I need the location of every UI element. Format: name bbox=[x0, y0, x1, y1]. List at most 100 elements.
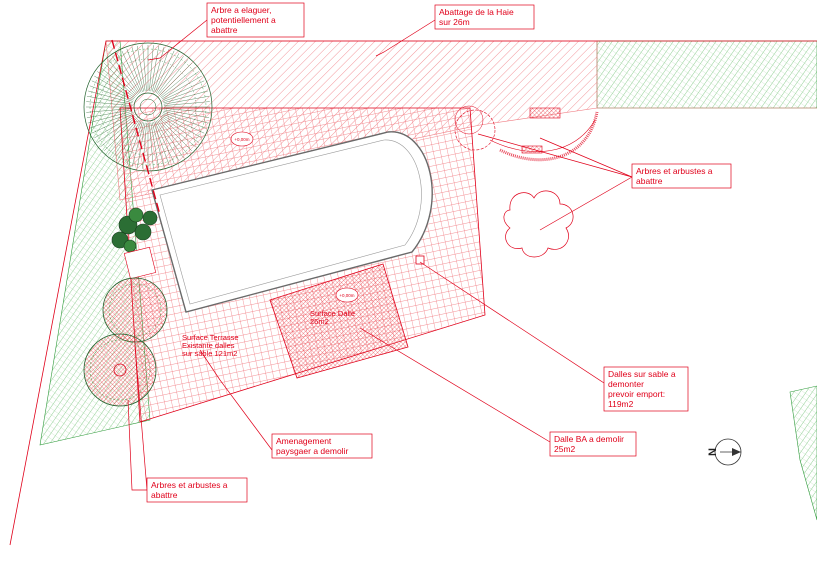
annotation-arbres-bottom: Arbres et arbustes a abattre bbox=[146, 477, 248, 503]
tree-spoke bbox=[112, 56, 139, 94]
north-label: N bbox=[707, 448, 719, 456]
text-line: Surface Dalle bbox=[310, 309, 355, 318]
annotation-amenagement: Amenagement paysgaer a demolir bbox=[271, 433, 373, 459]
tree-spoke bbox=[158, 119, 188, 155]
annotation-arbre-elaguer: Arbre a elaguer, potentiellement a abatt… bbox=[206, 2, 305, 38]
text-line: Arbres et arbustes a bbox=[636, 166, 713, 176]
tree-spoke bbox=[126, 121, 143, 166]
text-line: 119m2 bbox=[608, 399, 634, 409]
tree-spoke bbox=[121, 50, 142, 93]
tree-spoke bbox=[126, 48, 143, 93]
tree-spoke bbox=[86, 109, 133, 118]
tree-spoke bbox=[91, 113, 134, 134]
tree-spoke bbox=[88, 90, 133, 104]
level-label-1: +0,00m bbox=[234, 137, 249, 142]
tree-spoke bbox=[153, 48, 170, 93]
swimming-pool-inner bbox=[159, 139, 422, 305]
tree-spoke bbox=[150, 45, 159, 92]
label-surface-terrasse: Surface Terrasse Existante dalles sur sa… bbox=[182, 333, 239, 358]
tree-spoke bbox=[154, 121, 175, 164]
text-line: Surface Terrasse bbox=[182, 333, 239, 342]
tree-spoke bbox=[155, 53, 180, 94]
trees-to-fell-right bbox=[454, 105, 599, 258]
text-line: prevoir emport: bbox=[608, 389, 665, 399]
tree-spoke bbox=[86, 96, 133, 105]
garden-zone-top-right bbox=[596, 40, 817, 109]
tree-spoke bbox=[163, 108, 210, 113]
tree-spoke bbox=[163, 90, 208, 104]
tree-spoke bbox=[91, 80, 134, 101]
garden-zone-bottom-right bbox=[789, 385, 817, 521]
tree-spoke bbox=[86, 108, 133, 113]
tree-spoke bbox=[108, 59, 138, 95]
tree-dashed-axis bbox=[111, 39, 161, 216]
tree-spoke bbox=[116, 53, 141, 94]
annotation-abattage-haie: Abattage de la Haie sur 26m bbox=[434, 4, 535, 30]
tree-spoke bbox=[151, 122, 165, 167]
tree-spoke bbox=[108, 119, 138, 155]
tree-spoke bbox=[100, 117, 136, 147]
tree-spoke bbox=[162, 85, 207, 102]
text-line: Arbres et arbustes a bbox=[151, 480, 228, 490]
text-line: demonter bbox=[608, 379, 644, 389]
tree-spoke bbox=[162, 113, 205, 134]
tree-spoke bbox=[131, 47, 145, 92]
small-planter bbox=[123, 246, 157, 280]
text-line: Dalles sur sable a bbox=[608, 369, 676, 379]
tree-spoke bbox=[155, 120, 180, 161]
text-line: abattre bbox=[636, 176, 663, 186]
annotation-dalle-ba: Dalle BA a demolir 25m2 bbox=[549, 431, 637, 457]
trees-to-fell-left bbox=[83, 277, 168, 407]
tree-spoke bbox=[161, 71, 199, 98]
text-line: Abattage de la Haie bbox=[439, 7, 514, 17]
tree-spoke bbox=[112, 120, 139, 158]
tree-spoke bbox=[104, 63, 137, 96]
tree-spoke bbox=[160, 117, 196, 147]
tree-spoke bbox=[89, 112, 134, 129]
tree-spoke bbox=[163, 110, 208, 124]
tree-spoke bbox=[142, 122, 147, 169]
tree-spoke bbox=[159, 63, 192, 96]
text-line: abattre bbox=[211, 25, 238, 35]
level-label-2: +0,00m bbox=[339, 293, 354, 298]
text-line: Dalle BA a demolir bbox=[554, 434, 624, 444]
level-marker-1 bbox=[230, 131, 254, 147]
property-boundary bbox=[9, 40, 817, 546]
tree-spoke bbox=[94, 114, 135, 139]
level-marker-2 bbox=[335, 287, 359, 303]
tree-spoke bbox=[149, 122, 154, 169]
tree-spoke bbox=[154, 50, 175, 93]
tree-spoke bbox=[121, 121, 142, 164]
tree-spoke bbox=[97, 71, 135, 98]
text-line: 25m2 bbox=[554, 444, 576, 454]
tree-spoke bbox=[157, 56, 184, 94]
north-arrow: N bbox=[707, 438, 742, 466]
tree-spoke bbox=[104, 118, 137, 151]
tree-spoke bbox=[131, 122, 145, 167]
tree-spoke bbox=[142, 45, 147, 92]
tree-spoke bbox=[100, 67, 136, 97]
tree-spoke bbox=[97, 116, 135, 143]
tree-spoke bbox=[86, 101, 133, 106]
tree-spoke bbox=[158, 59, 188, 95]
tree-spoke bbox=[157, 120, 184, 158]
annotation-dalles-sable: Dalles sur sable a demonter prevoir empo… bbox=[603, 366, 689, 412]
tree-spoke bbox=[160, 67, 196, 97]
text-line: abattre bbox=[151, 490, 178, 500]
text-line: Amenagement bbox=[276, 436, 332, 446]
tree-spoke bbox=[89, 85, 134, 102]
leader-lines bbox=[127, 19, 633, 491]
tree-spoke bbox=[151, 47, 165, 92]
text-line: Arbre a elaguer, bbox=[211, 5, 271, 15]
text-line: sur sable 121m2 bbox=[182, 349, 237, 358]
text-line: paysgaer a demolir bbox=[276, 446, 348, 456]
tree-spoke bbox=[163, 101, 210, 106]
tree-spoke bbox=[161, 116, 199, 143]
tree-spoke bbox=[137, 45, 146, 92]
tree-spoke bbox=[149, 45, 154, 92]
tree-spoke bbox=[159, 118, 192, 151]
slab-marker bbox=[415, 255, 425, 265]
tree-spoke bbox=[161, 114, 202, 139]
label-surface-dalle: Surface Dalle 26m2 bbox=[310, 309, 355, 326]
